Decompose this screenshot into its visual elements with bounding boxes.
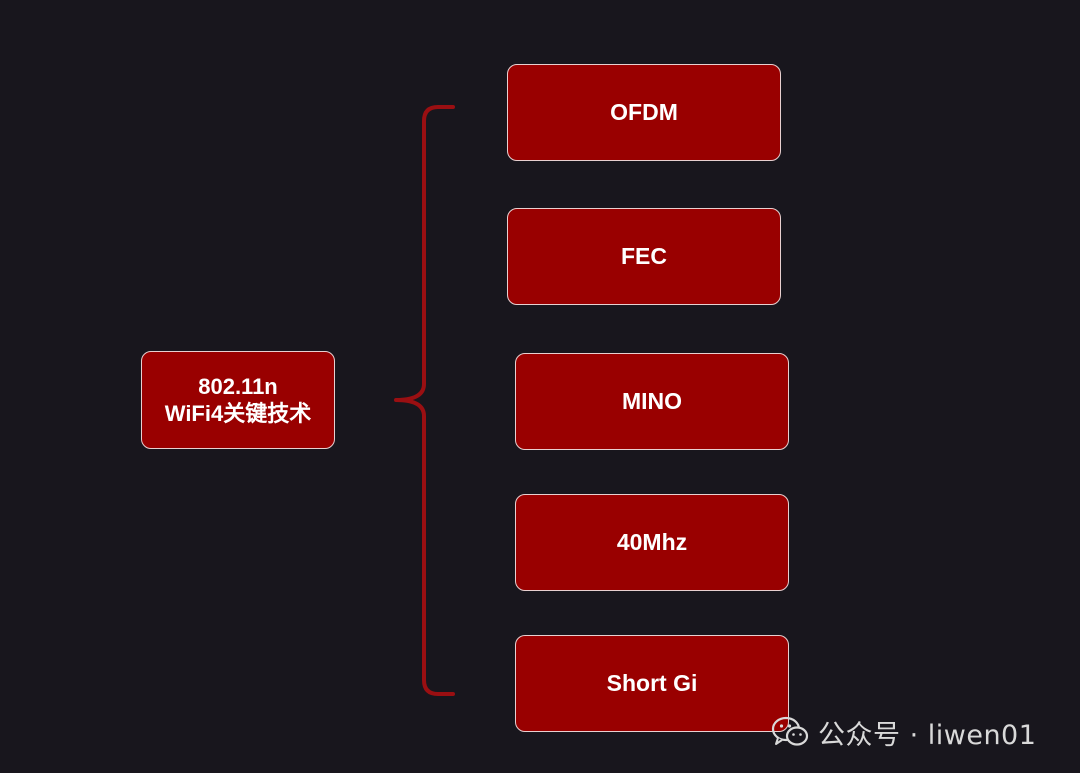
watermark: 公众号 · liwen01 <box>770 710 1036 754</box>
item-label: MINO <box>621 388 683 415</box>
item-node-ofdm: OFDM <box>507 64 781 161</box>
item-label: Short Gi <box>606 670 698 697</box>
item-node-short-gi: Short Gi <box>515 635 789 732</box>
wechat-icon <box>771 716 809 746</box>
root-title: 802.11n <box>198 373 278 399</box>
item-node-mino: MINO <box>515 353 789 450</box>
item-label: 40Mhz <box>616 529 688 556</box>
item-node-40mhz: 40Mhz <box>515 494 789 591</box>
watermark-text: 公众号 · liwen01 <box>818 719 1037 751</box>
item-label: FEC <box>621 243 667 270</box>
root-subtitle: WiFi4关键技术 <box>164 401 312 426</box>
item-node-fec: FEC <box>507 208 781 305</box>
root-node: 802.11n WiFi4关键技术 <box>141 351 335 449</box>
item-label: OFDM <box>610 99 678 126</box>
